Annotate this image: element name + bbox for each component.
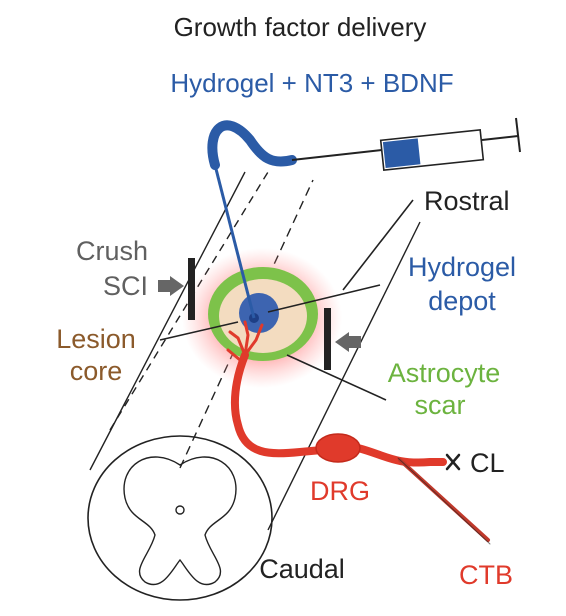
arrow-right-shaft	[158, 280, 170, 292]
label-rostral: Rostral	[424, 186, 510, 216]
syringe-line	[291, 149, 383, 161]
cord-outline-right	[267, 221, 421, 531]
leader-astro	[286, 354, 387, 401]
label-crush-line2: SCI	[103, 271, 148, 301]
ctb-injection-edge	[397, 457, 491, 545]
arrow-left-head	[335, 332, 349, 352]
leader-rostral	[342, 199, 414, 291]
leader-lesion	[159, 321, 239, 341]
label-hydrogel-line1: Hydrogel	[408, 252, 516, 282]
label-lesion-line2: core	[70, 356, 123, 386]
leader-hydrogel	[267, 284, 381, 313]
diagram-title: Growth factor delivery	[174, 12, 427, 42]
cross-stroke-2	[445, 453, 461, 471]
central-axon	[230, 351, 326, 458]
label-crush-line1: Crush	[76, 236, 148, 266]
leader-lines	[159, 199, 414, 401]
label-drg: DRG	[310, 476, 370, 506]
label-astro-line2: scar	[414, 390, 465, 420]
needle-shaft	[213, 164, 256, 319]
lesion-site	[182, 248, 342, 388]
label-caudal: Caudal	[259, 554, 345, 584]
arrow-right-head	[170, 276, 184, 296]
central-canal	[175, 505, 185, 515]
diagram-subtitle: Hydrogel + NT3 + BDNF	[170, 68, 453, 98]
cord-cross-section	[87, 435, 273, 601]
syringe-icon	[379, 117, 521, 172]
arrow-right-icon	[158, 276, 184, 296]
label-cl: CL	[470, 448, 505, 478]
label-hydrogel-line2: depot	[428, 286, 496, 316]
gray-matter-butterfly	[123, 456, 237, 586]
crush-indicator-right	[324, 308, 361, 370]
arrow-left-shaft	[349, 336, 361, 348]
syringe-assembly	[207, 117, 521, 319]
peripheral-axon	[354, 444, 447, 467]
cord-dashed-left	[109, 171, 269, 431]
delivery-tube	[207, 120, 297, 170]
drg-neuron	[226, 320, 491, 545]
syringe-plunger	[481, 135, 519, 141]
labels: Growth factor delivery Hydrogel + NT3 + …	[56, 12, 516, 590]
axon-branch-3	[243, 323, 264, 357]
syringe-plunger-cap	[515, 117, 521, 153]
axon-branch-4	[226, 348, 242, 362]
crush-plate-right	[324, 308, 331, 370]
cross-mark-icon	[445, 453, 461, 471]
drg-ganglion	[315, 433, 361, 463]
crush-indicator-left	[158, 258, 195, 320]
crush-plate-left	[188, 258, 195, 320]
axon-branch-2	[243, 320, 250, 357]
arrow-left-icon	[335, 332, 361, 352]
axon-branch-1	[228, 330, 247, 357]
cord-outline-left	[89, 171, 246, 471]
label-ctb: CTB	[459, 560, 513, 590]
label-lesion-line1: Lesion	[56, 324, 136, 354]
syringe-fill	[382, 138, 421, 168]
label-astro-line1: Astrocyte	[388, 358, 501, 388]
